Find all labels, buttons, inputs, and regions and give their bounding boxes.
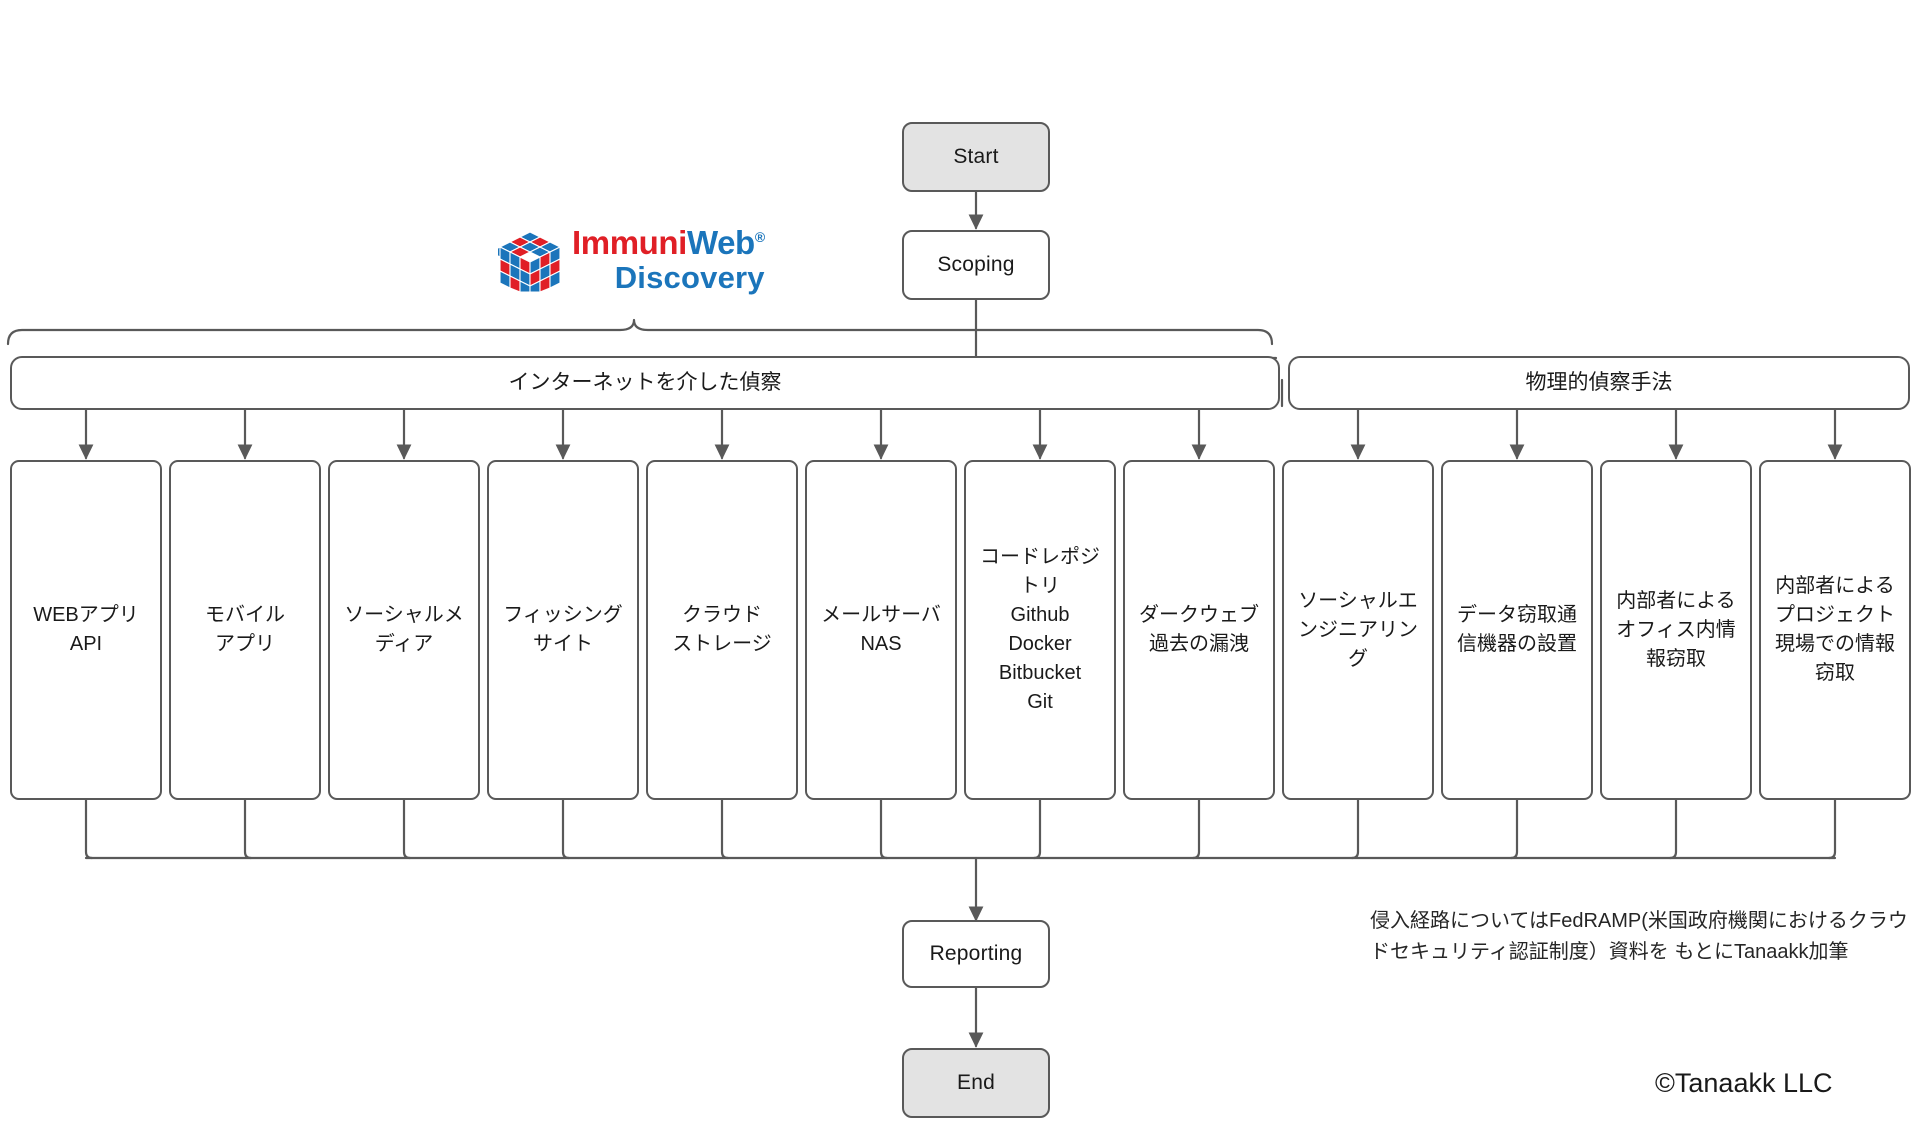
leaf-code-repository[interactable]: コードレポジ トリ Github Docker Bitbucket Git bbox=[964, 460, 1116, 800]
leaf-social-media[interactable]: ソーシャルメ ディア bbox=[328, 460, 480, 800]
copyright-text: ©Tanaakk LLC bbox=[1655, 1068, 1833, 1098]
leaf-insider-office-theft[interactable]: 内部者による オフィス内情 報窃取 bbox=[1600, 460, 1752, 800]
leaf-social-engineering[interactable]: ソーシャルエ ンジニアリン グ bbox=[1282, 460, 1434, 800]
logo-immuni-text: Immuni bbox=[572, 224, 687, 261]
leaf-label: 内部者による オフィス内情 報窃取 bbox=[1616, 589, 1736, 670]
collector-leaf-7 bbox=[1032, 798, 1042, 860]
node-scoping[interactable]: Scoping bbox=[902, 230, 1050, 300]
immuniweb-discovery-logo: ImmuniWeb® Discovery bbox=[488, 226, 765, 293]
node-start-label: Start bbox=[953, 144, 999, 168]
leaf-phishing-site[interactable]: フィッシング サイト bbox=[487, 460, 639, 800]
collector-leaf-4 bbox=[561, 798, 571, 860]
footnote-text: 侵入経路についてはFedRAMP(米国政府機関におけるクラウ ドセキュリティ認証… bbox=[1370, 910, 1908, 963]
leaf-mobile-app[interactable]: モバイル アプリ bbox=[169, 460, 321, 800]
internet-band-bracket bbox=[6, 318, 1274, 346]
node-end-label: End bbox=[957, 1070, 995, 1094]
collector-leaf-6 bbox=[879, 798, 889, 860]
leaf-dark-web-breach[interactable]: ダークウェブ 過去の漏洩 bbox=[1123, 460, 1275, 800]
logo-product-text: Discovery bbox=[614, 260, 765, 295]
immuniweb-name: ImmuniWeb® bbox=[572, 226, 765, 259]
node-start[interactable]: Start bbox=[902, 122, 1050, 192]
immuniweb-cube-icon bbox=[488, 228, 562, 293]
band-internet[interactable]: インターネットを介した偵察 bbox=[10, 356, 1280, 410]
band-physical[interactable]: 物理的偵察手法 bbox=[1288, 356, 1910, 410]
collector-leaf-9 bbox=[1350, 798, 1360, 860]
leaf-label: メールサーバ NAS bbox=[821, 604, 941, 655]
node-end[interactable]: End bbox=[902, 1048, 1050, 1118]
node-scoping-label: Scoping bbox=[937, 252, 1015, 276]
leaf-data-exfil-device[interactable]: データ窃取通 信機器の設置 bbox=[1441, 460, 1593, 800]
leaf-label: コードレポジ トリ Github Docker Bitbucket Git bbox=[980, 546, 1100, 713]
immuniweb-wordmark: ImmuniWeb® Discovery bbox=[572, 226, 765, 293]
leaf-label: ソーシャルエ ンジニアリン グ bbox=[1298, 589, 1418, 670]
node-reporting[interactable]: Reporting bbox=[902, 920, 1050, 988]
collector-leaf-2 bbox=[243, 798, 253, 860]
collector-leaf-10 bbox=[1509, 798, 1519, 860]
node-reporting-label: Reporting bbox=[929, 941, 1023, 965]
band-internet-label: インターネットを介した偵察 bbox=[508, 370, 782, 394]
leaf-label: ダークウェブ 過去の漏洩 bbox=[1139, 604, 1259, 655]
collector-leaf-5 bbox=[720, 798, 730, 860]
leaf-insider-project-site-theft[interactable]: 内部者による プロジェクト 現場での情報 窃取 bbox=[1759, 460, 1911, 800]
logo-web-text: Web bbox=[686, 224, 755, 261]
leaf-label: 内部者による プロジェクト 現場での情報 窃取 bbox=[1775, 575, 1895, 684]
collector-leaf-8 bbox=[1191, 798, 1201, 860]
band-physical-label: 物理的偵察手法 bbox=[1525, 370, 1673, 394]
leaf-label: フィッシング サイト bbox=[503, 604, 623, 655]
logo-registered-mark: ® bbox=[754, 229, 765, 245]
collector-leaf-1 bbox=[84, 798, 94, 860]
collector-leaf-3 bbox=[402, 798, 412, 860]
collector-leaf-12 bbox=[1827, 798, 1837, 860]
leaf-label: WEBアプリ API bbox=[33, 604, 139, 655]
leaf-web-app-api[interactable]: WEBアプリ API bbox=[10, 460, 162, 800]
collector-leaf-11 bbox=[1668, 798, 1678, 860]
leaf-label: データ窃取通 信機器の設置 bbox=[1457, 604, 1577, 655]
leaf-label: モバイル アプリ bbox=[205, 604, 285, 655]
leaf-label: クラウド ストレージ bbox=[672, 604, 772, 655]
leaf-mail-server-nas[interactable]: メールサーバ NAS bbox=[805, 460, 957, 800]
leaf-label: ソーシャルメ ディア bbox=[344, 604, 464, 655]
leaf-cloud-storage[interactable]: クラウド ストレージ bbox=[646, 460, 798, 800]
